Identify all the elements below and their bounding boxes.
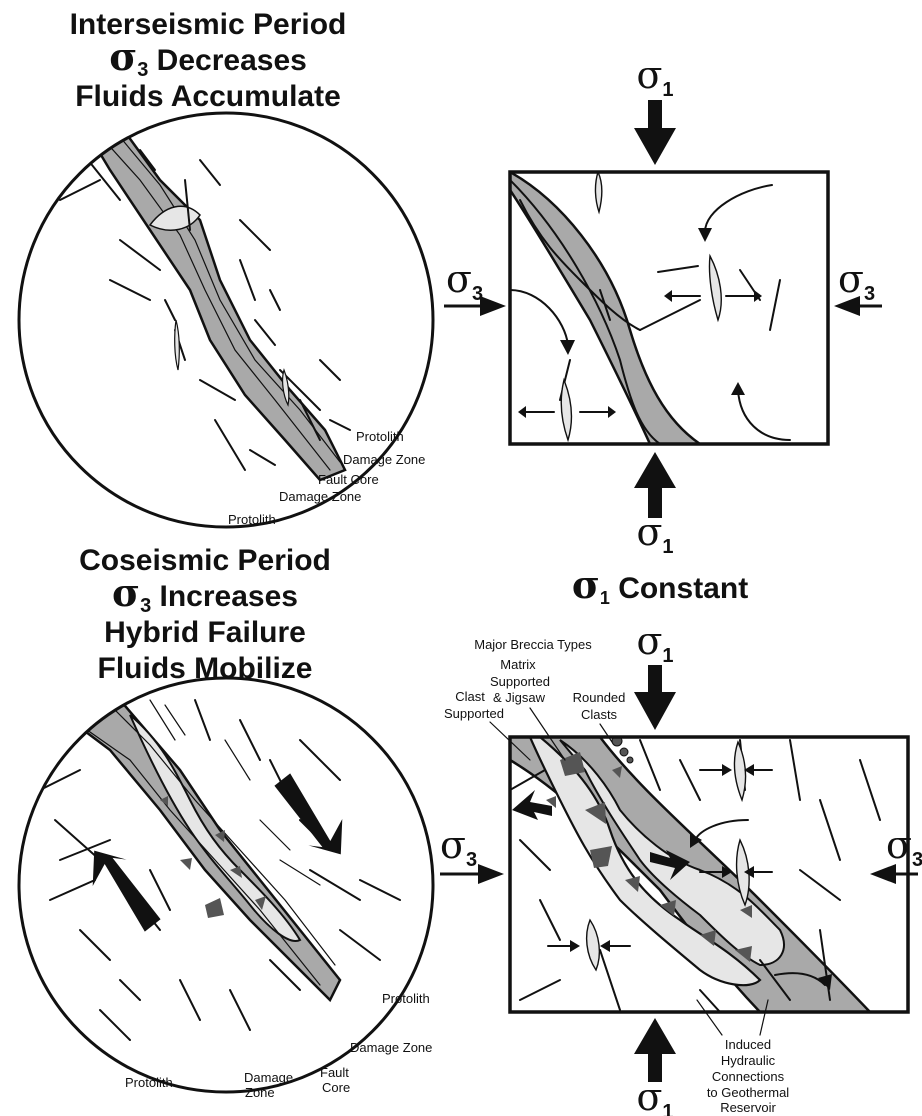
fluid-arrowhead-1 — [560, 340, 575, 355]
interseismic-title-line3: Fluids Accumulate — [75, 80, 341, 113]
label-induced-line4: to Geothermal — [707, 1085, 789, 1100]
sigma1-constant-label: σ1 Constant — [572, 562, 748, 608]
label-zone: Zone — [245, 1085, 275, 1100]
interseismic-stress-box: σ1 σ1 σ3 σ3 — [444, 53, 882, 558]
box-slip-arrow-up — [512, 790, 552, 820]
label-protolith-left: Protolith — [125, 1075, 173, 1090]
fracture-box-1 — [640, 300, 700, 330]
interseismic-title: Interseismic Period σ3 Decreases Fluids … — [70, 8, 347, 113]
label-breccia-header: Major Breccia Types — [474, 637, 592, 652]
label-rounded-line1: Rounded — [573, 690, 626, 705]
b-sigma1-bottom-arrow — [634, 1018, 676, 1082]
label-matrix-line3: & Jigsaw — [493, 690, 546, 705]
box-lens-3 — [587, 920, 600, 970]
label-damage-zone-right: Damage Zone — [350, 1040, 432, 1055]
b-sigma1-bottom-label: σ1 — [636, 1075, 673, 1116]
label-fault-core: Fault Core — [318, 472, 379, 487]
sigma1-bottom-arrow — [634, 452, 676, 518]
label-damage-zone-upper: Damage Zone — [343, 452, 425, 467]
b-sigma1-top-arrow — [634, 665, 676, 730]
label-protolith-lower: Protolith — [228, 512, 276, 527]
label-induced-line5: Reservoir — [720, 1100, 776, 1115]
b-sigma3-right-arrowhead — [870, 864, 896, 884]
sigma3-left-arrowhead — [480, 296, 506, 316]
label-fault: Fault — [320, 1065, 349, 1080]
label-core: Core — [322, 1080, 350, 1095]
lens-box-mid — [709, 256, 721, 320]
fluid-arrowhead-3 — [731, 382, 745, 395]
fault-core-band — [80, 120, 345, 480]
b-sigma3-left-arrowhead — [478, 864, 504, 884]
sigma3-left-label: σ3 — [446, 257, 483, 305]
coseismic-stress-box: σ1 σ1 σ3 σ3 Major Breccia Types Matrix S… — [440, 619, 922, 1116]
box-lens-1 — [735, 742, 746, 800]
label-clast-line1: Clast — [455, 689, 485, 704]
label-protolith-right: Protolith — [382, 991, 430, 1006]
label-induced-line2: Hydraulic — [721, 1053, 776, 1068]
fluid-arrowhead-2 — [698, 228, 712, 242]
sigma1-top-arrow — [634, 100, 676, 165]
label-induced-line3: Connections — [712, 1069, 785, 1084]
label-matrix-line1: Matrix — [500, 657, 536, 672]
coseismic-title: Coseismic Period σ3 Increases Hybrid Fai… — [79, 544, 331, 685]
b-sigma1-top-label: σ1 — [636, 619, 673, 667]
label-damage-zone-lower: Damage Zone — [279, 489, 361, 504]
lens-2 — [175, 320, 180, 370]
label-damage: Damage — [244, 1070, 293, 1085]
coseismic-title-line3: Hybrid Failure — [104, 616, 306, 649]
fluid-arrow-path-3 — [738, 390, 790, 440]
leader-induced-1 — [697, 1000, 722, 1035]
label-matrix-line2: Supported — [490, 674, 550, 689]
b-sigma3-right-label: σ3 — [886, 823, 922, 871]
interseismic-circle: Protolith Damage Zone Fault Core Damage … — [19, 113, 433, 527]
label-protolith-upper: Protolith — [356, 429, 404, 444]
coseismic-circle: Protolith Damage Zone Fault Core Damage … — [19, 678, 433, 1100]
fluid-arrow-path-2 — [705, 185, 772, 232]
coseismic-title-line2: σ3 Increases — [112, 570, 298, 617]
sigma1-bottom-label: σ1 — [636, 510, 673, 558]
interseismic-title-line2: σ3 Decreases — [109, 34, 307, 81]
lens-box-top — [595, 172, 601, 212]
lens-box-low — [561, 380, 571, 440]
sigma1-top-label: σ1 — [636, 53, 673, 101]
fluid-arrow-path-1 — [510, 290, 568, 345]
label-rounded-line2: Clasts — [581, 707, 618, 722]
b-sigma3-left-label: σ3 — [440, 823, 477, 871]
label-induced-line1: Induced — [725, 1037, 771, 1052]
box-fluid-arrow-1 — [695, 820, 748, 840]
label-clast-line2: Supported — [444, 706, 504, 721]
